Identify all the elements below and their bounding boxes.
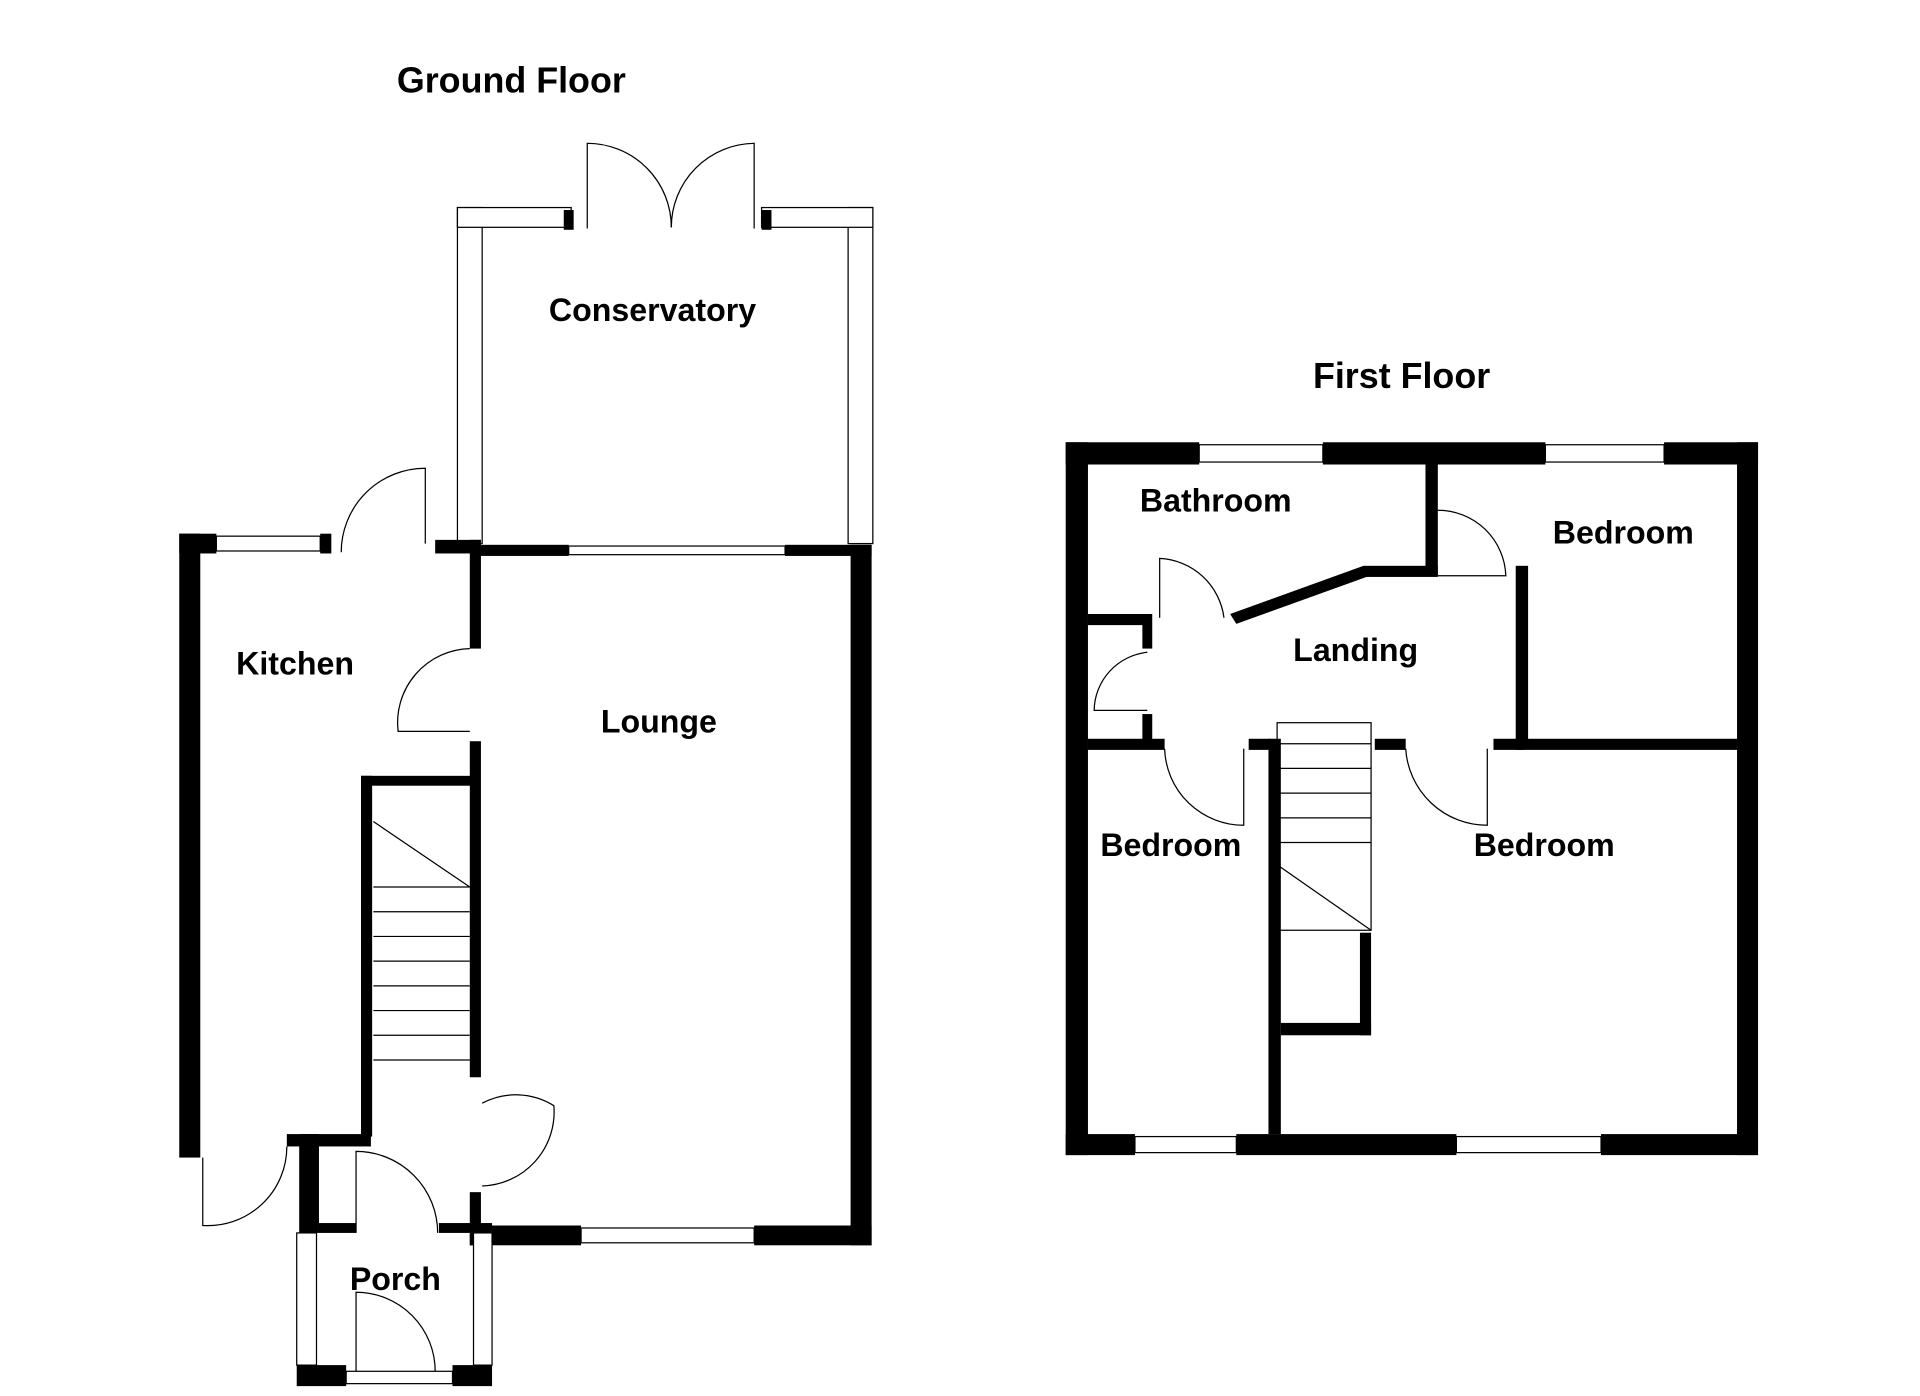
door-swing-icon: [481, 1094, 555, 1187]
room-label-bedroom: Bedroom: [1100, 827, 1241, 863]
door-swing-icon: [1159, 557, 1225, 618]
room-label-bedroom: Bedroom: [1474, 827, 1615, 863]
door-swing-icon: [670, 142, 755, 229]
first-floor-title: First Floor: [1313, 356, 1490, 396]
first-floor-plan: Bathroom Bedroom Landing Bedroom Bedroom: [1065, 442, 1759, 1156]
door-swing-icon: [355, 1291, 436, 1372]
ground-floor-title: Ground Floor: [397, 61, 626, 101]
door-swing-icon: [355, 1150, 439, 1233]
door-swing-icon: [396, 647, 470, 732]
door-swing-icon: [1405, 748, 1488, 826]
door-swing-icon: [586, 142, 672, 229]
stairs-icon: [373, 821, 471, 1061]
room-label-bathroom: Bathroom: [1140, 482, 1292, 518]
room-label-porch: Porch: [350, 1261, 441, 1297]
door-swing-icon: [202, 1146, 288, 1227]
door-swing-icon: [1163, 748, 1245, 826]
room-label-landing: Landing: [1293, 632, 1418, 668]
room-label-kitchen: Kitchen: [236, 646, 354, 682]
room-label-conservatory: Conservatory: [549, 292, 756, 328]
door-swing-icon: [1093, 651, 1148, 711]
conservatory-frame: [456, 142, 874, 545]
stairs-icon: [1276, 722, 1372, 931]
ground-floor-plan: Conservatory Kitchen Lounge Porch: [179, 142, 874, 1387]
door-swing-icon: [1437, 509, 1507, 577]
room-label-lounge: Lounge: [601, 704, 717, 740]
room-label-bedroom: Bedroom: [1553, 515, 1694, 551]
door-swing-icon: [340, 467, 426, 553]
